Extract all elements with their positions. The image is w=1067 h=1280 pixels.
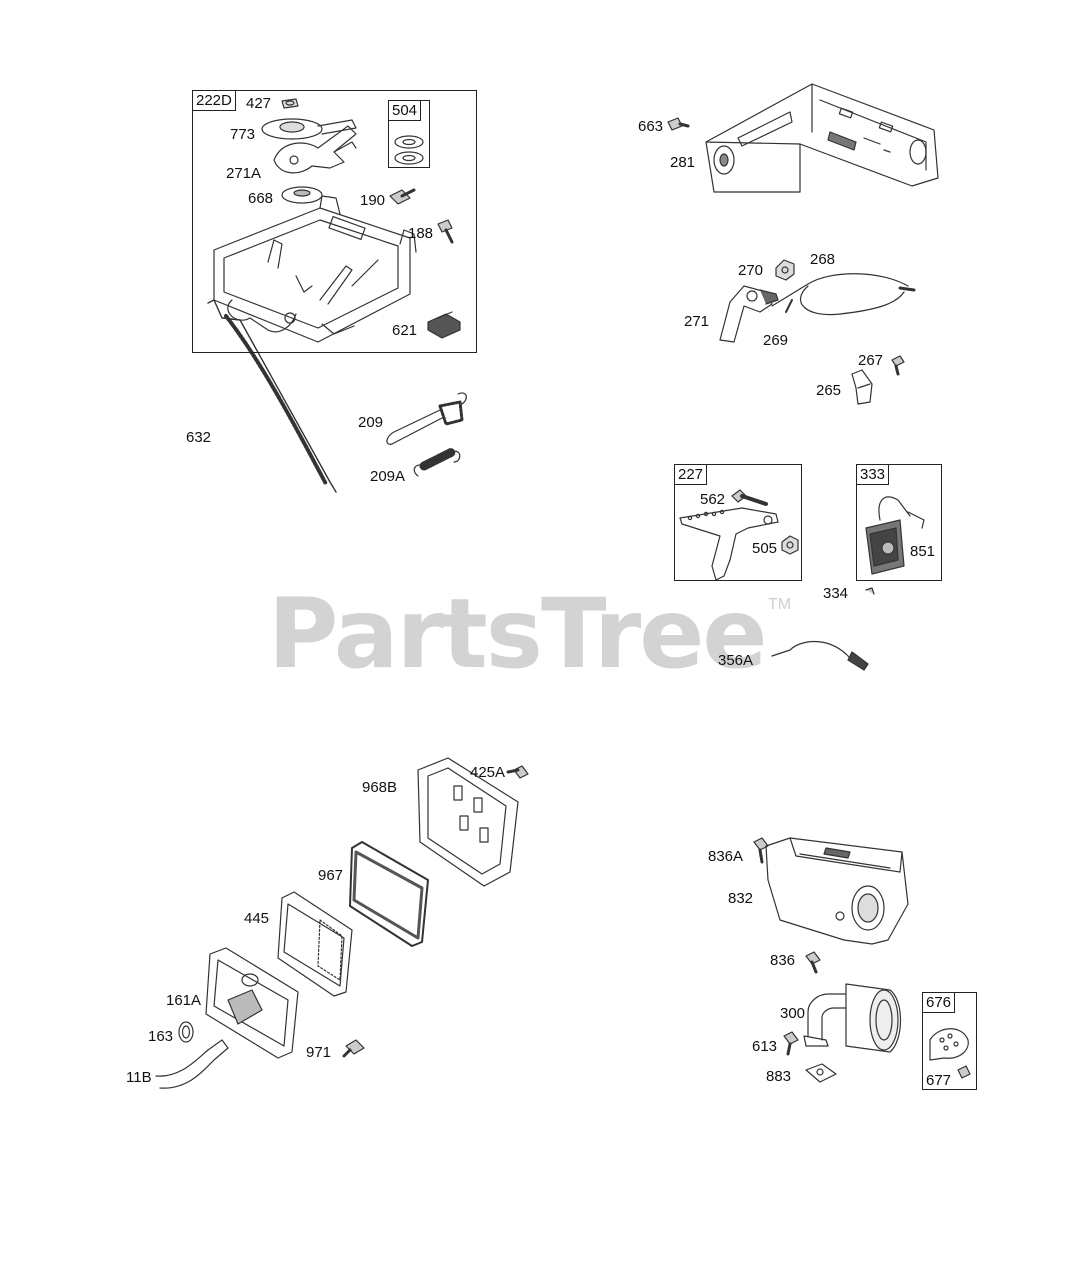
callout-668[interactable]: 668 [248,190,274,207]
callout-11B[interactable]: 11B [126,1069,152,1086]
callout-188[interactable]: 188 [408,225,434,242]
callout-836[interactable]: 836 [770,952,796,969]
gasket-163 [178,1021,194,1043]
muffler-300 [803,983,901,1053]
callout-851[interactable]: 851 [910,543,936,560]
air-cleaner-base-161A [205,947,299,1059]
nut-505 [781,535,799,555]
spring-209 [386,392,467,445]
callout-300[interactable]: 300 [780,1005,806,1022]
screw-663 [667,117,690,131]
breather-tube-11B [155,1039,229,1089]
callout-677[interactable]: 677 [926,1072,952,1089]
callout-425A[interactable]: 425A [470,764,506,781]
callout-663[interactable]: 663 [638,118,664,135]
washer-504b [394,151,424,165]
screw-190 [389,188,416,205]
muffler-guard-832 [765,837,909,945]
callout-269[interactable]: 269 [763,332,789,349]
kit-label-222D[interactable]: 222D [192,90,236,111]
callout-836A[interactable]: 836A [708,848,744,865]
callout-632[interactable]: 632 [186,429,212,446]
callout-971[interactable]: 971 [306,1044,332,1061]
cable-end-269 [785,299,793,313]
kit-box-222D [192,90,477,353]
kit-label-676[interactable]: 676 [922,992,956,1013]
callout-163[interactable]: 163 [148,1028,174,1045]
callout-968B[interactable]: 968B [362,779,398,796]
callout-265[interactable]: 265 [816,382,842,399]
callout-445[interactable]: 445 [244,910,270,927]
callout-281[interactable]: 281 [670,154,696,171]
callout-967[interactable]: 967 [318,867,344,884]
air-cleaner-cover-968B [417,757,519,887]
pre-cleaner-445 [277,891,353,997]
watermark-trademark: TM [768,596,792,613]
callout-356A[interactable]: 356A [718,652,754,669]
kit-box-333 [856,464,942,581]
callout-161A[interactable]: 161A [166,992,202,1009]
callout-268[interactable]: 268 [810,251,836,268]
callout-773[interactable]: 773 [230,126,256,143]
cable-clamp-265 [851,369,873,405]
callout-271[interactable]: 271 [684,313,710,330]
callout-209[interactable]: 209 [358,414,384,431]
kit-label-504[interactable]: 504 [388,100,422,121]
callout-613[interactable]: 613 [752,1038,778,1055]
gasket-883 [805,1063,837,1083]
screw-836 [805,951,821,974]
control-lever-271A [273,125,357,174]
screw-677 [957,1065,971,1079]
callout-562[interactable]: 562 [700,491,726,508]
washer-668 [281,186,323,204]
washer-504a [394,135,424,149]
screw-425A [506,765,529,779]
callout-190[interactable]: 190 [360,192,386,209]
watermark-logo: PartsTree [268,578,767,690]
screw-188 [437,219,454,244]
clip-621 [427,311,461,339]
callout-271A[interactable]: 271A [226,165,262,182]
nut-270 [775,259,795,281]
spring-209A [413,447,461,477]
screw-836A [753,837,769,864]
blower-housing-281 [705,83,939,193]
kit-label-333[interactable]: 333 [856,464,890,485]
callout-832[interactable]: 832 [728,890,754,907]
control-lever-271 [719,285,779,343]
screw-267 [891,355,905,376]
callout-505[interactable]: 505 [752,540,778,557]
callout-270[interactable]: 270 [738,262,764,279]
screw-562 [731,489,768,506]
control-cable-268 [771,273,916,316]
kit-label-227[interactable]: 227 [674,464,708,485]
ground-wire-356A [771,641,869,671]
kit-box-227 [674,464,802,581]
callout-334[interactable]: 334 [823,585,849,602]
callout-621[interactable]: 621 [392,322,418,339]
throttle-lever-227 [679,507,779,581]
air-filter-967 [349,841,429,947]
screw-971 [342,1039,365,1058]
screw-334 [865,587,875,595]
control-bracket [213,195,417,343]
armature-333 [865,496,925,575]
callout-883[interactable]: 883 [766,1068,792,1085]
spark-arrestor-676 [929,1028,969,1061]
callout-209A[interactable]: 209A [370,468,406,485]
governor-link-632 [207,299,337,493]
callout-267[interactable]: 267 [858,352,884,369]
spring-washer-773 [261,118,357,140]
screw-613 [783,1031,799,1056]
nut-427 [281,98,299,109]
callout-427[interactable]: 427 [246,95,272,112]
